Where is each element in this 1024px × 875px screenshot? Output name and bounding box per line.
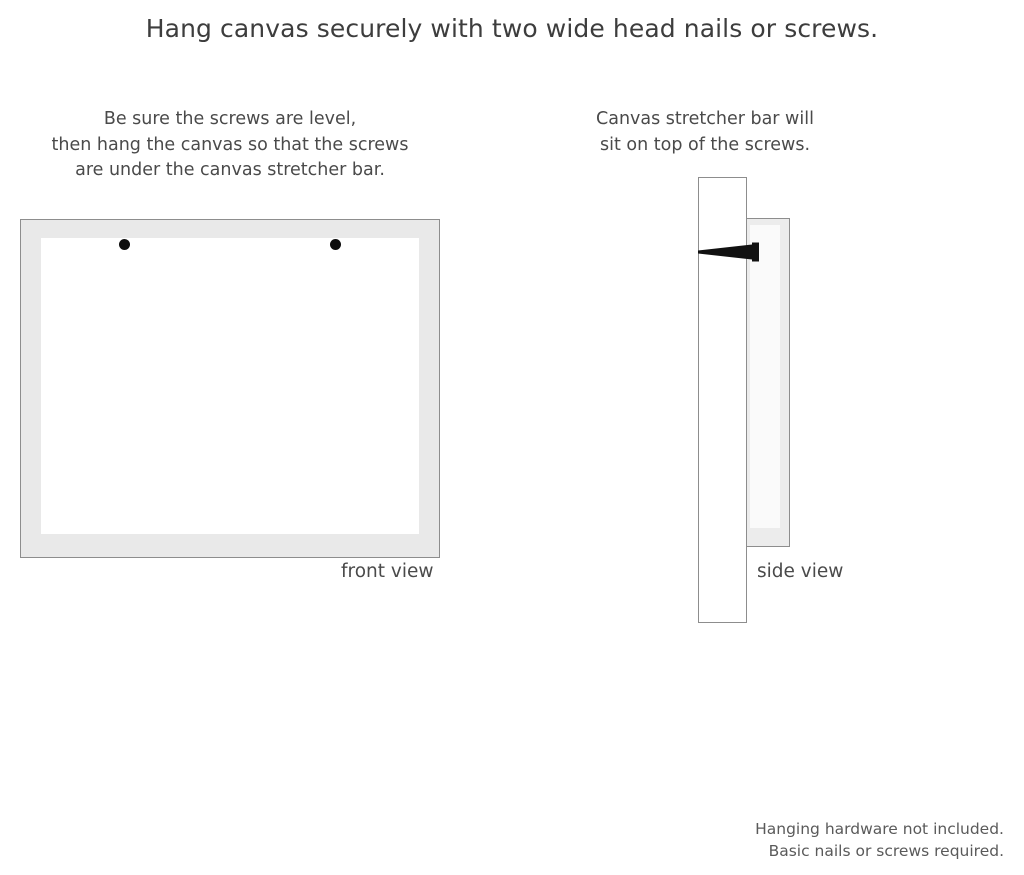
front-view-caption-line-1: Be sure the screws are level,	[103, 109, 357, 129]
footer-line-1: Hanging hardware not included.	[755, 820, 1004, 838]
footer-line-2: Basic nails or screws required.	[768, 842, 1004, 860]
side-view-caption-line-2: sit on top of the screws.	[599, 134, 811, 155]
side-view-label: side view	[757, 561, 844, 582]
page-title: Hang canvas securely with two wide head …	[145, 14, 879, 43]
side-view-caption-line-1: Canvas stretcher bar will	[596, 109, 814, 129]
front-view-caption: Be sure the screws are level, then hang …	[20, 107, 440, 184]
side-view-canvas-stretcher-bar	[745, 218, 790, 547]
front-view-canvas-frame	[20, 219, 440, 558]
side-view-caption: Canvas stretcher bar will sit on top of …	[565, 107, 845, 158]
screw-side-icon	[698, 242, 759, 262]
screw-head-right-icon	[330, 239, 341, 250]
front-view-label: front view	[341, 561, 434, 582]
screw-head-left-icon	[119, 239, 130, 250]
front-view-caption-line-2: then hang the canvas so that the screws	[51, 134, 409, 155]
footer-disclaimer: Hanging hardware not included. Basic nai…	[755, 818, 1004, 862]
front-view-caption-line-3: are under the canvas stretcher bar.	[75, 160, 385, 180]
front-view-canvas-panel	[41, 238, 419, 534]
side-view-stretcher-bar-profile	[750, 225, 780, 528]
